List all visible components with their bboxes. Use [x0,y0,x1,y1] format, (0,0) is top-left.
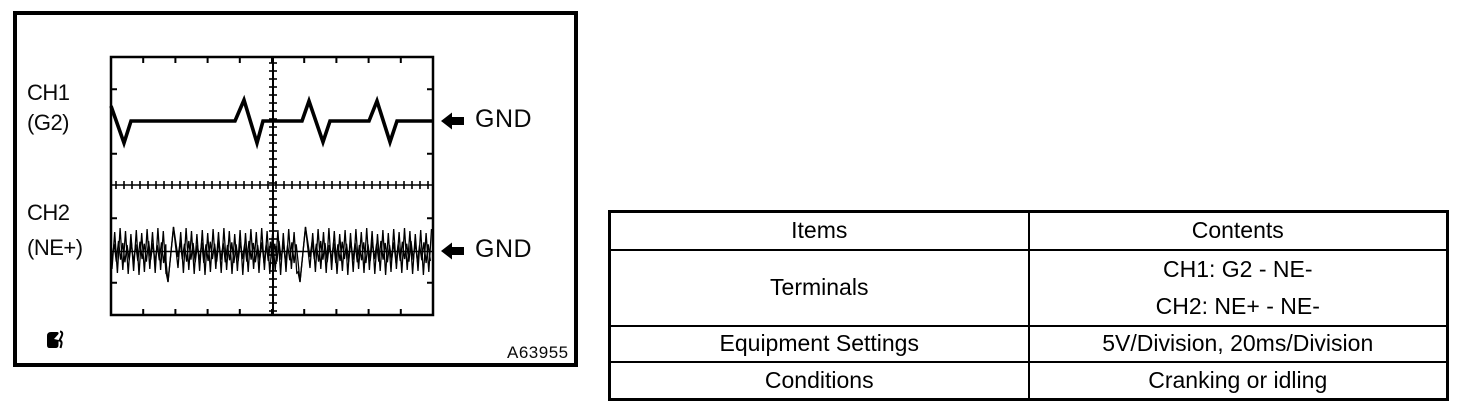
terminals-item-cell: Terminals [608,248,1030,327]
table-header-contents: Contents [1027,210,1449,251]
gnd-label-ch2: GND [475,235,533,263]
terminals-ch1-line: CH1: G2 - NE- [1162,255,1313,282]
settings-table: Items Contents Terminals CH1: G2 - NE- C… [608,210,1449,401]
table-header-items: Items [608,210,1030,251]
figure-id: A63955 [507,343,569,362]
ch2-label: CH2 [27,200,70,225]
ch1-label: CH1 [27,80,70,105]
ch1-sub-label: (G2) [27,110,70,135]
terminals-contents-cell: CH1: G2 - NE- CH2: NE+ - NE- [1027,248,1449,327]
conditions-contents-cell: Cranking or idling [1027,360,1449,401]
terminals-ch2-line: CH2: NE+ - NE- [1155,292,1320,319]
ch2-sub-label: (NE+) [27,235,83,260]
equipment-settings-contents-cell: 5V/Division, 20ms/Division [1027,324,1449,363]
conditions-item-cell: Conditions [608,360,1030,401]
table-header-row: Items Contents [608,210,1449,251]
table-row-conditions: Conditions Cranking or idling [608,360,1449,401]
equipment-settings-item-cell: Equipment Settings [608,324,1030,363]
gnd-label-ch1: GND [475,105,533,133]
table-row-terminals: Terminals CH1: G2 - NE- CH2: NE+ - NE- [608,248,1449,327]
oscilloscope-figure-box [13,11,578,367]
table-row-equipment-settings: Equipment Settings 5V/Division, 20ms/Div… [608,324,1449,363]
